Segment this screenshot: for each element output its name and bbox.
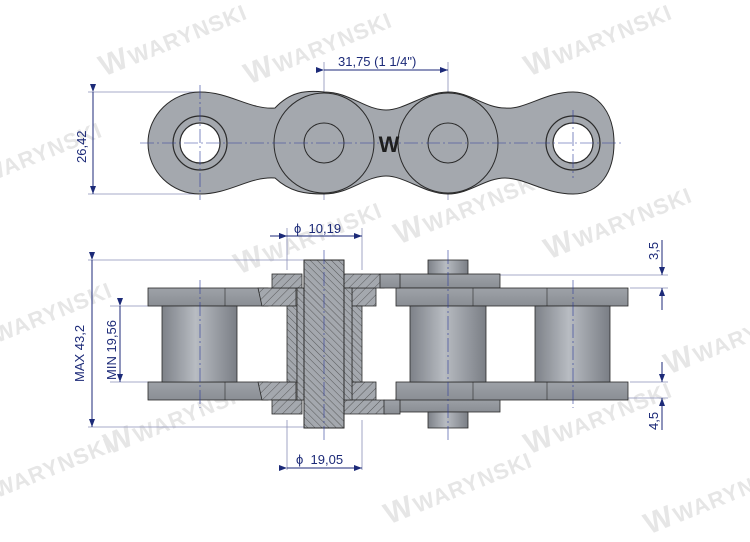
top-view: W — [88, 62, 624, 200]
plate-height-dimension-label: 26,42 — [74, 130, 89, 163]
top-offset-dimension-label: 3,5 — [646, 241, 661, 260]
roller-diameter-dimension-label: ϕ 19,05 — [296, 452, 344, 467]
outer-link-plate — [147, 90, 615, 195]
chain-drawing: W — [88, 62, 668, 471]
pitch-dimension-label: 31,75 (1 1/4") — [338, 54, 417, 69]
bottom-offset-dimension-label: 4,5 — [646, 411, 661, 430]
side-view — [88, 228, 668, 471]
pin-diameter-dimension-label: ϕ 10,19 — [294, 221, 342, 236]
max-width-dimension-label: MAX 43,2 — [72, 324, 87, 382]
min-inner-width-dimension-label: MIN 19,56 — [104, 320, 119, 380]
